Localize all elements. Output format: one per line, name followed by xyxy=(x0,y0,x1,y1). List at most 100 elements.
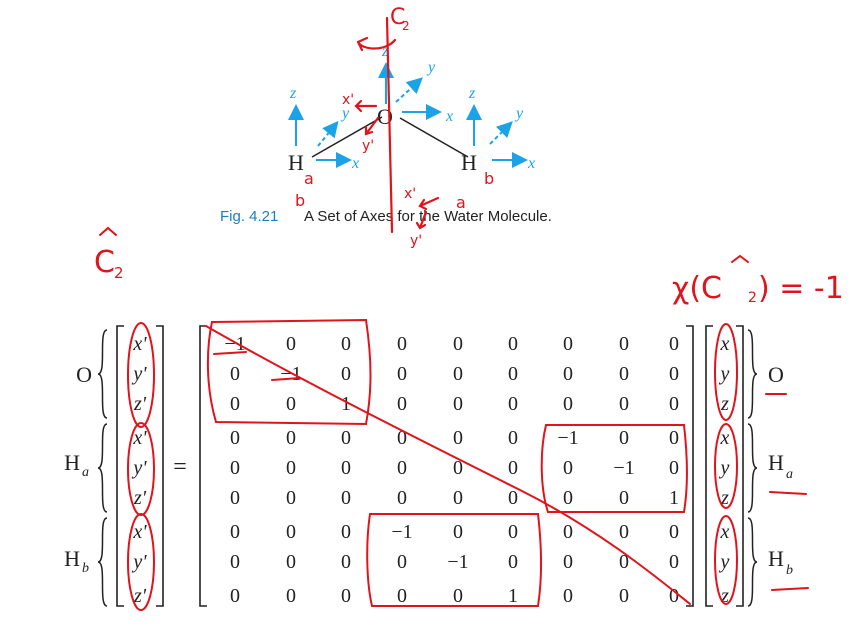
ha-y-axis xyxy=(317,120,339,147)
matrix-cell: 0 xyxy=(286,427,296,449)
left-group-brace xyxy=(97,329,108,419)
matrix-cell: 0 xyxy=(619,333,629,355)
water-molecule-figure: O H H z x y z x y z x y Fig. 4.21 A Set … xyxy=(220,43,552,225)
left-vector-bracket-right xyxy=(156,325,164,607)
left-group-label: H xyxy=(64,546,80,571)
right-vector-entry: x xyxy=(720,521,730,543)
matrix-cell: 0 xyxy=(230,457,240,479)
right-vector-entry: y xyxy=(719,457,730,479)
hb-x-label: x xyxy=(527,155,535,172)
matrix-cell: 0 xyxy=(619,585,629,607)
caption-number: Fig. 4.21 xyxy=(220,208,278,225)
handwritten-annotations xyxy=(354,16,440,234)
right-vector-entry: x xyxy=(720,427,730,449)
left-oval-hb xyxy=(127,513,155,611)
hb-y-label: y xyxy=(514,105,524,122)
matrix-cell: 0 xyxy=(508,363,518,385)
x-prime-arrow-top xyxy=(354,99,378,113)
left-vector-entry: x' xyxy=(132,427,147,449)
right-group-label: H xyxy=(768,546,784,571)
matrix-cell: 0 xyxy=(563,521,573,543)
matrix-cell: 0 xyxy=(508,487,518,509)
right-vector-entry: z xyxy=(720,585,729,607)
hydrogen-left-label: H xyxy=(288,150,304,175)
matrix-cell: 0 xyxy=(453,585,463,607)
ha-y-label: y xyxy=(340,105,350,122)
matrix-cell: 0 xyxy=(230,487,240,509)
matrix-cell: 0 xyxy=(341,457,351,479)
caption-text: A Set of Axes for the Water Molecule. xyxy=(304,208,552,225)
matrix-cell: 0 xyxy=(508,457,518,479)
right-vector-bracket-right xyxy=(736,325,744,607)
matrix-cell: 0 xyxy=(397,585,407,607)
matrix-cell: 0 xyxy=(619,363,629,385)
o-x-label: x xyxy=(445,108,453,125)
matrix-cell: −1 xyxy=(391,521,412,543)
bond-right xyxy=(399,117,469,158)
hb-y-axis xyxy=(489,121,513,145)
operator-label: C xyxy=(94,245,115,280)
matrix-cell: 0 xyxy=(453,521,463,543)
right-group-brace xyxy=(747,329,758,419)
underline-minus1-b xyxy=(271,377,301,381)
matrix-cell: 0 xyxy=(286,487,296,509)
hb-annotation-bottom: a xyxy=(456,193,466,212)
matrix-cell: 0 xyxy=(397,363,407,385)
matrix-cell: 0 xyxy=(669,393,679,415)
matrix-cell: 0 xyxy=(230,551,240,573)
matrix-cell: 0 xyxy=(669,521,679,543)
right-group-subscript: b xyxy=(786,563,793,578)
matrix-cell: −1 xyxy=(447,551,468,573)
matrix-cell: 0 xyxy=(508,333,518,355)
matrix-cell: 0 xyxy=(563,363,573,385)
left-vector-entry: z' xyxy=(133,487,147,509)
matrix-cell: 0 xyxy=(669,427,679,449)
right-vector-entry: z xyxy=(720,487,729,509)
right-group-brace xyxy=(747,517,758,607)
left-group-label: O xyxy=(76,362,92,387)
matrix-cell: 0 xyxy=(230,521,240,543)
matrix-cell: 0 xyxy=(453,427,463,449)
hb-annotation-top: b xyxy=(484,169,494,188)
c2-axis-subscript: 2 xyxy=(402,19,410,33)
matrix-cell: 0 xyxy=(563,333,573,355)
matrix-cell: 0 xyxy=(563,487,573,509)
matrix-bracket-right xyxy=(686,325,694,607)
matrix-cell: −1 xyxy=(557,427,578,449)
hb-z-label: z xyxy=(468,85,476,102)
left-group-subscript: a xyxy=(82,465,89,480)
matrix-cell: 1 xyxy=(341,393,351,415)
matrix-cell: 0 xyxy=(669,551,679,573)
matrix-cell: 0 xyxy=(453,333,463,355)
left-vector-entry: x' xyxy=(132,333,147,355)
matrix-cell: 0 xyxy=(230,427,240,449)
left-oval-o xyxy=(127,322,155,428)
bond-left xyxy=(311,116,383,158)
right-group-label: O xyxy=(768,362,784,387)
matrix-cell: 0 xyxy=(619,551,629,573)
left-vector-entry: y' xyxy=(131,551,147,573)
diagonal-strike xyxy=(205,325,691,605)
character-hat xyxy=(731,254,749,263)
o-z-label: z xyxy=(381,43,389,60)
x-prime-bottom: x' xyxy=(404,186,416,202)
right-vector-entry: y xyxy=(719,551,730,573)
matrix-cell: 0 xyxy=(453,393,463,415)
block-outline-hb xyxy=(366,513,542,607)
right-oval-hb xyxy=(714,515,738,605)
matrix-cell: 0 xyxy=(341,333,351,355)
block-outline-o xyxy=(206,318,372,426)
right-oval-o xyxy=(714,323,738,421)
left-group-brace xyxy=(97,423,108,513)
character-formula: χ(C xyxy=(672,271,722,306)
hydrogen-right-label: H xyxy=(461,150,477,175)
right-vector-entry: y xyxy=(719,363,730,385)
right-group-subscript: a xyxy=(786,467,793,482)
matrix-cell: 0 xyxy=(397,333,407,355)
o-y-label: y xyxy=(426,59,436,76)
matrix-cell: 0 xyxy=(341,427,351,449)
matrix-cell: 0 xyxy=(563,551,573,573)
matrix-cell: 0 xyxy=(230,393,240,415)
